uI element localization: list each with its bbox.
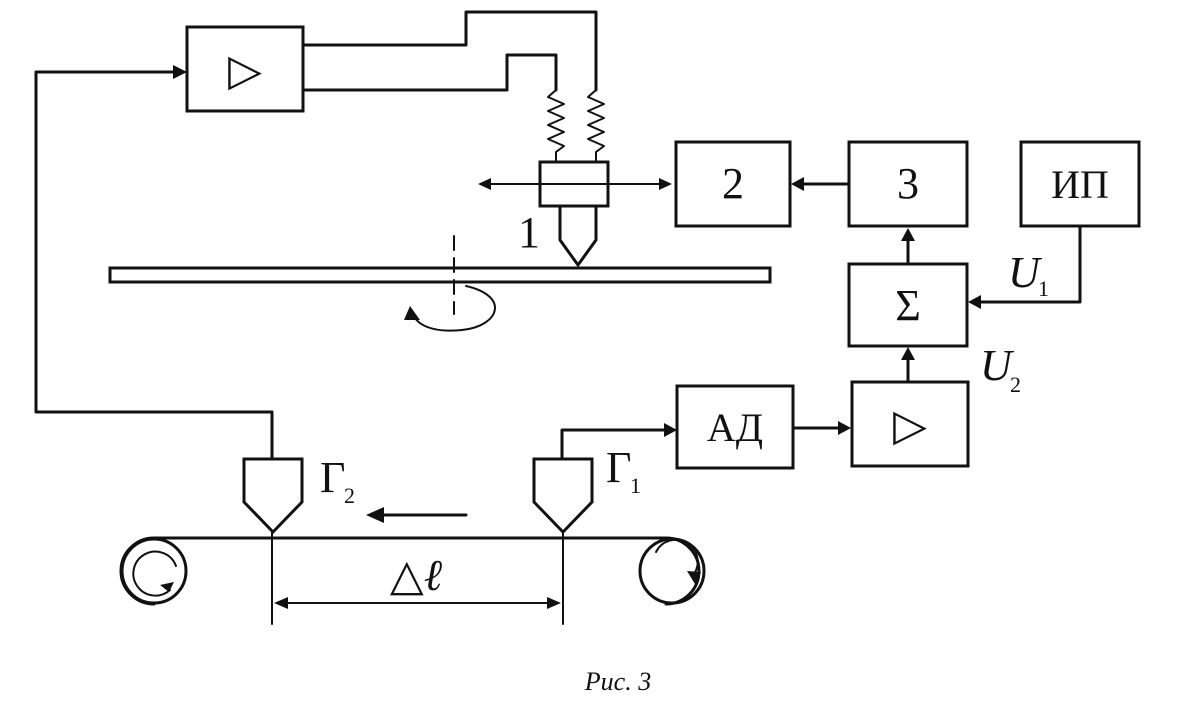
delta-l-dimension [271,531,564,625]
summator-symbol: Σ [895,281,921,330]
carriage-motion-arrow [478,178,672,190]
label-head-g2-subscript: 2 [344,483,355,508]
head-g1 [532,457,594,535]
bottom-amplifier-symbol: ▷ [893,401,927,450]
arrow-ad-to-amp [791,421,851,435]
head-g2 [242,457,304,535]
amplifier-output-wires [301,10,598,92]
left-reel [120,537,188,605]
block-2-label: 2 [722,159,744,208]
arrow-ip-to-sum [968,224,1082,309]
arrow-g1-to-ad [560,423,677,461]
label-u1: U [1008,248,1043,297]
feedback-wire [34,65,274,461]
arrow-3-to-2 [791,177,851,191]
label-head-g1-subscript: 1 [630,473,641,498]
arrow-amp-to-sum [901,347,915,384]
label-u1-subscript: 1 [1038,276,1049,301]
label-head-g2: Г [320,453,345,502]
block-3: 3 [847,140,969,228]
label-u2-subscript: 2 [1010,372,1021,397]
label-item-1: 1 [518,208,540,257]
block-3-label: 3 [897,159,919,208]
label-delta-l: △ℓ [390,551,443,600]
power-source-label: ИП [1051,162,1109,207]
summator-block: Σ [847,262,969,348]
power-source-block: ИП [1019,140,1141,228]
label-head-g1: Г [606,443,631,492]
arrow-sum-to-3 [901,228,915,266]
carriage [538,160,610,267]
block-2: 2 [674,140,792,228]
tape-motion-arrow [366,507,468,523]
bottom-amplifier-block: ▷ [850,380,970,468]
ad-label: АД [707,405,763,450]
top-amplifier-symbol: ▷ [228,46,262,95]
top-amplifier-block: ▷ [185,25,305,113]
label-u2: U [980,341,1015,390]
figure-caption: Рис. 3 [584,667,651,696]
rotating-disk [108,235,772,332]
ad-block: АД [675,384,795,470]
heater-coils [547,89,605,163]
right-reel [638,537,706,605]
